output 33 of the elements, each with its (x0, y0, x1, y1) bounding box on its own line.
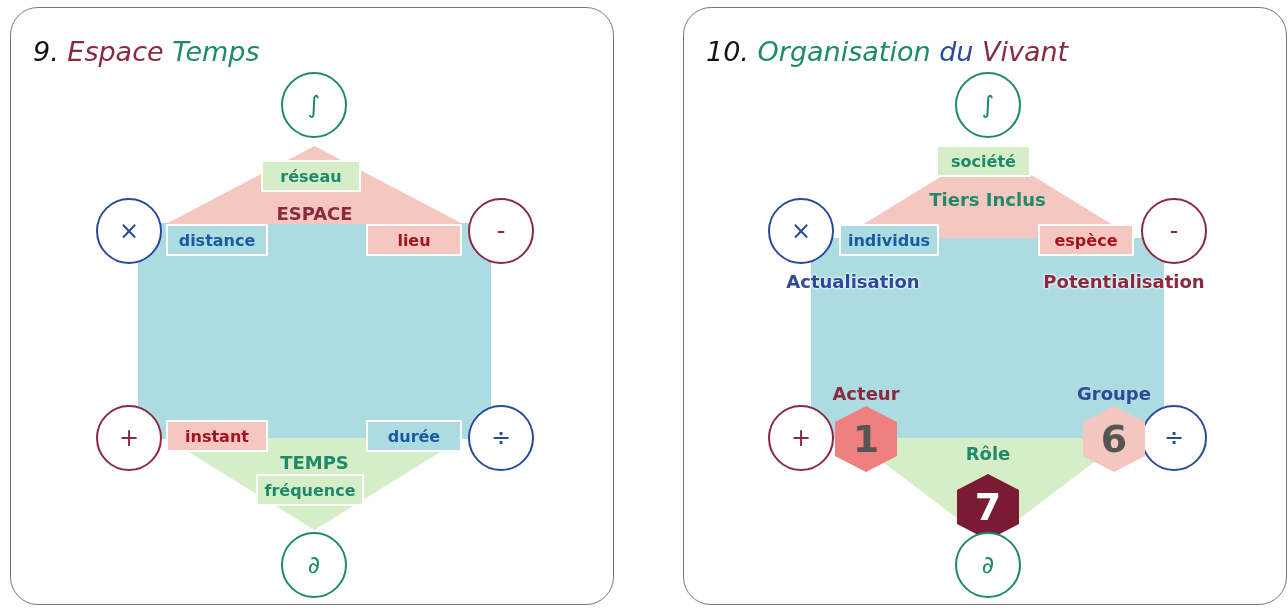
tag-label: fréquence (256, 474, 364, 506)
operator-circle: + (768, 405, 834, 471)
tag-label: espèce (1038, 224, 1134, 256)
tag-label: instant (166, 420, 268, 452)
operator-circle: - (1141, 198, 1207, 264)
operator-circle: ∂ (281, 532, 347, 598)
tag-label: distance (166, 224, 268, 256)
operator-circle: ∂ (955, 532, 1021, 598)
card-panel (683, 7, 1287, 605)
hexagon-heading: Groupe (1072, 380, 1156, 406)
hexagon-badge: 6 (1083, 406, 1145, 472)
section-title: TEMPS (280, 452, 349, 473)
section-title: ESPACE (276, 203, 353, 224)
hexagon-badge: 1 (835, 406, 897, 472)
operator-circle: - (468, 198, 534, 264)
operator-circle: × (96, 198, 162, 264)
tag-label: individus (839, 224, 939, 256)
operator-circle: ÷ (468, 405, 534, 471)
section-title: Tiers Inclus (929, 189, 1046, 210)
operator-circle: ∫ (281, 72, 347, 138)
operator-circle: + (96, 405, 162, 471)
caption-text: Potentialisation (1043, 271, 1205, 292)
tag-label: lieu (366, 224, 462, 256)
tag-label: durée (366, 420, 462, 452)
hexagon-heading: Acteur (826, 380, 906, 406)
hexagon-heading: Rôle (958, 440, 1018, 466)
operator-circle: × (768, 198, 834, 264)
panel-title: 10. Organisation du Vivant (706, 36, 1069, 67)
panel-title: 9. Espace Temps (33, 36, 260, 67)
tag-label: société (936, 145, 1031, 177)
operator-circle: ∫ (955, 72, 1021, 138)
tag-label: réseau (261, 160, 361, 192)
card-panel (10, 7, 614, 605)
